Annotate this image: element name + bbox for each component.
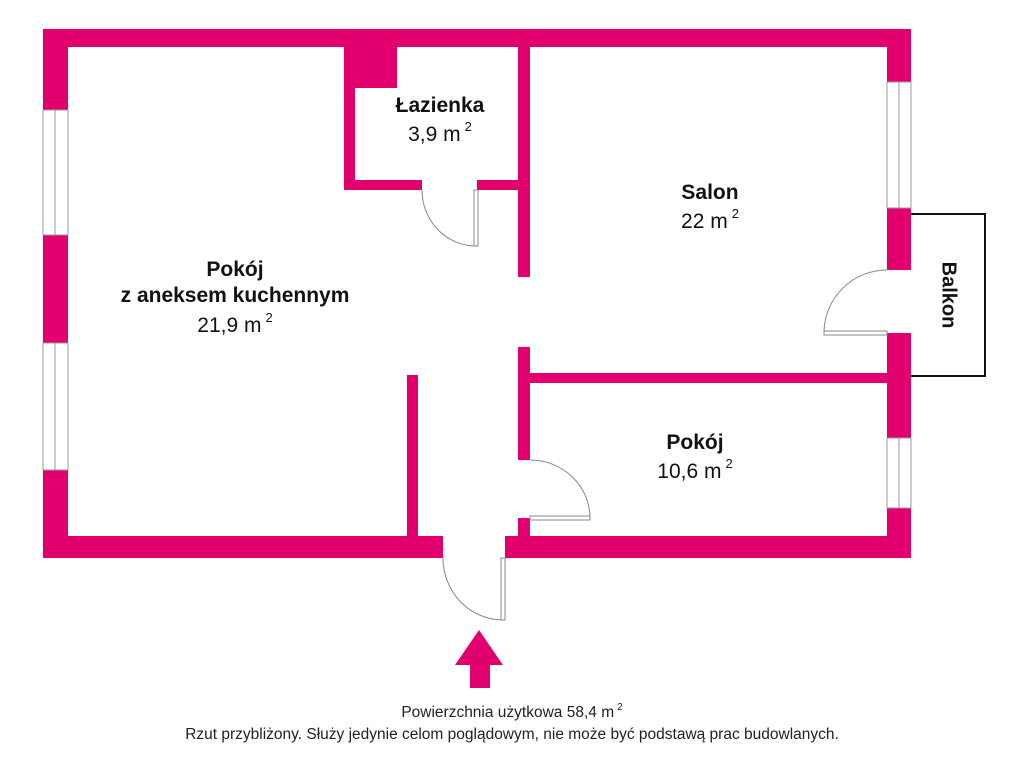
area-exponent: 2 [731,206,739,222]
window-right-2 [886,437,912,509]
room-name: Łazienka [395,94,485,117]
doors [421,189,888,621]
area-exponent: 2 [725,456,733,472]
wall-bottom-right [505,536,911,558]
window-right-1 [886,81,912,209]
wall-top [43,29,911,47]
wall-right-1 [887,29,911,82]
area-value: 21,9 m [197,313,262,337]
wall-right-4 [887,508,911,558]
walls [43,29,911,558]
balcony-label: Balkon [937,261,960,329]
room-name-line2: z aneksem kuchennym [120,284,350,308]
area-exponent: 2 [265,309,273,325]
wall-hall [407,375,418,537]
arrow-up-icon [455,630,503,688]
door-balcony [823,269,888,336]
area-exponent: 2 [464,119,472,135]
room-name: Salon [681,181,739,204]
wall-center-3 [518,518,530,538]
wall-bottom-left [43,536,443,558]
door-entrance [442,557,506,621]
bathroom-wall-bottom-2 [477,180,530,190]
room-name: Pokój [206,258,264,281]
area-value: 3,9 m [408,123,461,147]
windows [42,81,912,509]
wall-center-2 [518,347,530,460]
wall-salon-room [530,373,887,383]
area-value: 10,6 m [657,460,722,484]
disclaimer: Rzut przybliżony. Służy jedynie celom po… [185,726,839,743]
wall-center-1 [518,47,530,277]
total-area-text: Powierzchnia użytkowa 58,4 m [401,704,615,721]
door-room [529,459,591,521]
door-bathroom [421,189,479,247]
balcony-outline [911,213,986,377]
wall-right-3 [887,333,911,438]
area-value: 22 m [681,210,728,234]
window-left-1 [42,109,69,236]
bathroom-wall-bottom-1 [344,180,422,190]
total-area-exponent: 2 [617,702,623,713]
window-left-2 [42,342,69,471]
wall-left-1 [43,29,68,110]
bathroom-wall-left [344,47,355,190]
wall-right-2 [887,208,911,270]
room-name: Pokój [666,431,724,454]
wall-left-2 [43,235,68,343]
